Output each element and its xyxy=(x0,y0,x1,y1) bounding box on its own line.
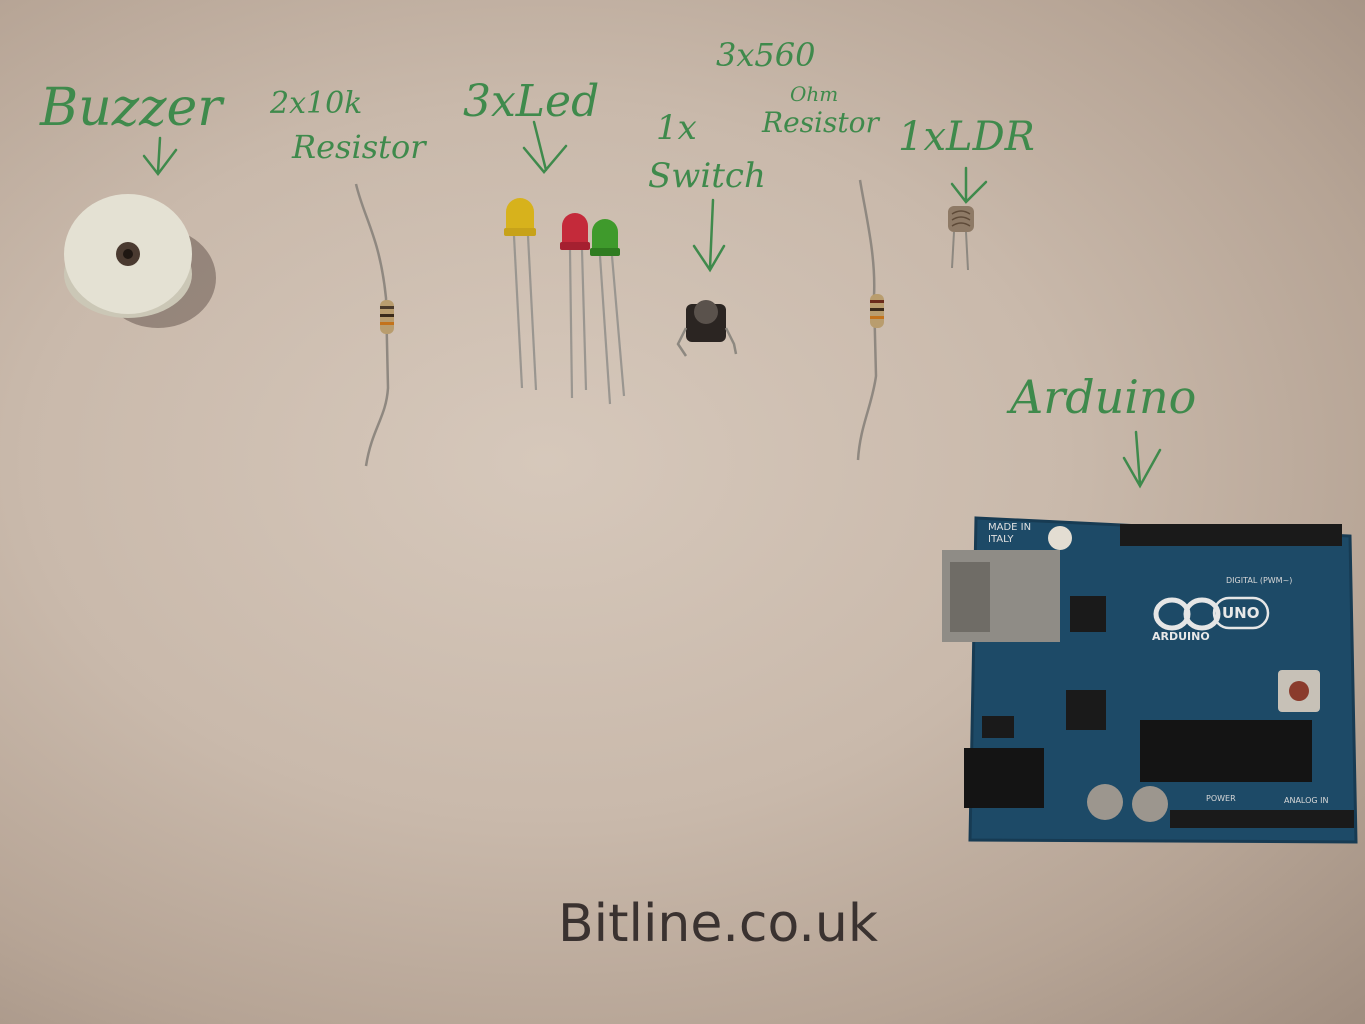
label-resistor-10k: Resistor xyxy=(292,128,426,166)
label-resistor-560-unit: Ohm xyxy=(790,82,839,106)
label-switch-qty: 1x xyxy=(656,108,697,148)
board-brand: ARDUINO xyxy=(1152,630,1210,643)
buzzer-component xyxy=(64,194,216,328)
arduino-board: MADE IN ITALY ARDUINO UNO DIGITAL (PWM~)… xyxy=(940,510,1360,890)
led-red xyxy=(560,213,590,399)
label-buzzer: Buzzer xyxy=(40,78,223,138)
label-resistor-10k-qty: 2x10k xyxy=(270,86,363,121)
board-made-in: MADE IN ITALY xyxy=(988,522,1032,545)
board-power: POWER xyxy=(1206,794,1236,803)
arduino-board-graphic xyxy=(942,516,1358,844)
label-ldr: 1xLDR xyxy=(898,114,1035,160)
led-components xyxy=(504,198,626,405)
resistor-560-component xyxy=(856,179,884,461)
board-model: UNO xyxy=(1222,604,1260,622)
resistor-10k-component xyxy=(354,183,394,467)
board-analog: ANALOG IN xyxy=(1284,796,1329,805)
arrow-ldr-icon xyxy=(950,166,988,204)
label-led: 3xLed xyxy=(463,76,600,127)
arrow-led-icon xyxy=(522,120,568,174)
switch-component xyxy=(676,300,738,357)
led-green xyxy=(590,219,626,405)
arrow-buzzer-icon xyxy=(142,136,178,177)
label-resistor-560: Resistor xyxy=(762,106,879,139)
arrow-switch-icon xyxy=(692,198,726,273)
label-resistor-560-qty: 3x560 xyxy=(716,36,816,74)
label-arduino: Arduino xyxy=(1010,370,1197,424)
led-yellow xyxy=(504,198,538,391)
label-switch: Switch xyxy=(648,156,766,196)
arrow-arduino-icon xyxy=(1122,430,1162,489)
board-digital: DIGITAL (PWM~) xyxy=(1226,576,1293,585)
ldr-component xyxy=(948,206,974,271)
watermark: Bitline.co.uk xyxy=(558,894,878,954)
